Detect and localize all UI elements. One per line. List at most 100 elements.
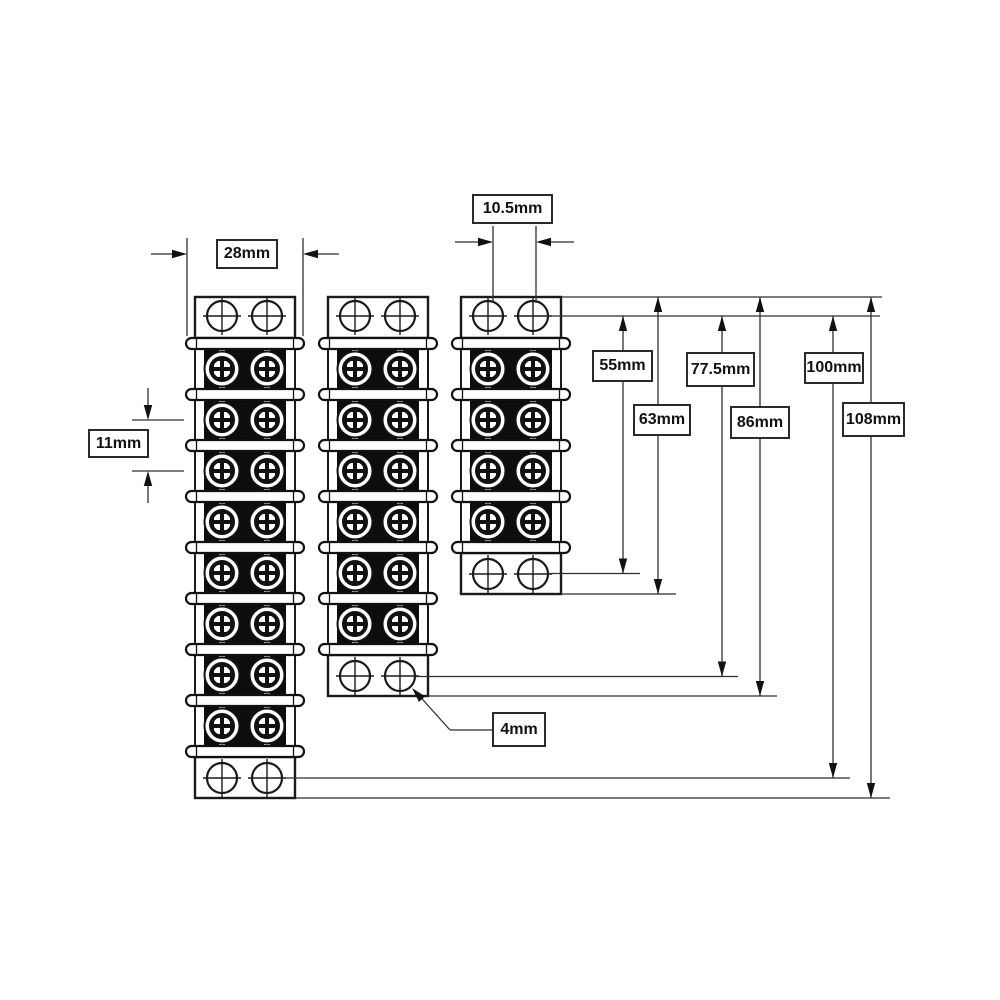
barrier-rail — [317, 387, 439, 402]
terminal-row — [194, 348, 296, 390]
dim-label-height-100mm: 100mm — [804, 352, 864, 384]
terminal-screw — [336, 503, 374, 541]
terminal-screw — [248, 656, 286, 694]
dimension-arrowhead — [303, 249, 318, 259]
barrier-rail — [184, 540, 306, 555]
barrier-rail — [184, 744, 306, 759]
terminal-screw — [469, 503, 507, 541]
dimension-arrowhead — [143, 405, 153, 420]
terminal-screw — [336, 554, 374, 592]
barrier-rail-bar — [184, 387, 306, 402]
barrier-rail — [317, 642, 439, 657]
terminal-row — [460, 348, 562, 390]
barrier-rail — [317, 540, 439, 555]
terminal-screw — [203, 605, 241, 643]
barrier-rail-bar — [317, 336, 439, 351]
terminal-screw — [203, 503, 241, 541]
terminal-screw — [248, 350, 286, 388]
barrier-rail-bar — [317, 540, 439, 555]
terminal-screw — [203, 554, 241, 592]
dimension-arrowhead — [478, 237, 493, 247]
terminal-screw — [248, 707, 286, 745]
terminal-screw — [469, 401, 507, 439]
mounting-hole-top — [469, 297, 507, 335]
terminal-screw — [203, 350, 241, 388]
barrier-rail-bar — [184, 336, 306, 351]
dim-label-block-width: 28mm — [216, 239, 278, 269]
barrier-rail — [450, 387, 572, 402]
terminal-screw — [514, 350, 552, 388]
terminal-row — [460, 399, 562, 441]
barrier-rail-bar — [317, 489, 439, 504]
barrier-rail-bar — [184, 540, 306, 555]
dimension-arrowhead — [717, 661, 727, 677]
terminal-screw — [336, 350, 374, 388]
mounting-hole-top — [381, 297, 419, 335]
dimension-arrowhead — [717, 316, 727, 331]
dimension-arrowhead — [828, 763, 838, 778]
barrier-rail — [184, 336, 306, 351]
terminal-row — [460, 501, 562, 543]
terminal-screw — [469, 350, 507, 388]
barrier-rail-bar — [317, 642, 439, 657]
dim-label-top-hole-spacing: 10.5mm — [472, 194, 553, 224]
terminal-screw — [203, 656, 241, 694]
dimension-linework — [132, 226, 890, 799]
terminal-screw — [203, 707, 241, 745]
terminal-row — [194, 501, 296, 543]
barrier-rail — [317, 591, 439, 606]
terminal-row — [327, 501, 429, 543]
barrier-rail — [184, 489, 306, 504]
terminal-screw — [381, 452, 419, 490]
terminal-screw — [381, 554, 419, 592]
barrier-rail-bar — [450, 540, 572, 555]
terminal-screw — [514, 452, 552, 490]
barrier-rail-bar — [184, 489, 306, 504]
barrier-rail — [317, 489, 439, 504]
terminal-screw — [336, 401, 374, 439]
dimension-arrowhead — [653, 579, 663, 594]
dim-label-height-55mm: 55mm — [592, 350, 653, 382]
barrier-rail — [184, 438, 306, 453]
barrier-rail — [450, 540, 572, 555]
dimension-arrowhead — [653, 297, 663, 312]
terminal-screw — [248, 401, 286, 439]
terminal-screw — [336, 605, 374, 643]
terminal-row — [327, 450, 429, 492]
terminal-screw — [203, 401, 241, 439]
dimension-arrowhead — [755, 681, 765, 696]
barrier-rail — [184, 591, 306, 606]
terminal-block-4-position — [450, 295, 572, 596]
terminal-screw — [381, 401, 419, 439]
dim-label-height-77.5mm: 77.5mm — [686, 352, 755, 387]
terminal-block-6-position — [317, 295, 439, 698]
mounting-hole-top — [248, 297, 286, 335]
terminal-screw — [514, 503, 552, 541]
dim-label-height-86mm: 86mm — [730, 406, 790, 439]
terminal-row — [194, 552, 296, 594]
barrier-rail-bar — [184, 591, 306, 606]
terminal-row — [327, 399, 429, 441]
barrier-rail — [317, 438, 439, 453]
barrier-rail-bar — [317, 438, 439, 453]
mounting-hole-bottom — [203, 759, 241, 797]
terminal-row — [327, 552, 429, 594]
mounting-plate-bottom — [326, 653, 430, 698]
terminal-screw — [381, 605, 419, 643]
mounting-hole-top — [203, 297, 241, 335]
dimension-arrowhead — [618, 558, 628, 574]
dimension-arrowhead — [618, 316, 628, 331]
terminal-screw — [381, 503, 419, 541]
barrier-rail-bar — [184, 744, 306, 759]
terminal-screw — [248, 554, 286, 592]
mounting-hole-top — [336, 297, 374, 335]
barrier-rail-bar — [184, 438, 306, 453]
terminal-row — [194, 399, 296, 441]
barrier-rail — [450, 438, 572, 453]
dimension-arrowhead — [143, 471, 153, 486]
terminal-row — [194, 450, 296, 492]
terminal-screw — [248, 503, 286, 541]
barrier-rail — [184, 387, 306, 402]
barrier-rail-bar — [184, 693, 306, 708]
